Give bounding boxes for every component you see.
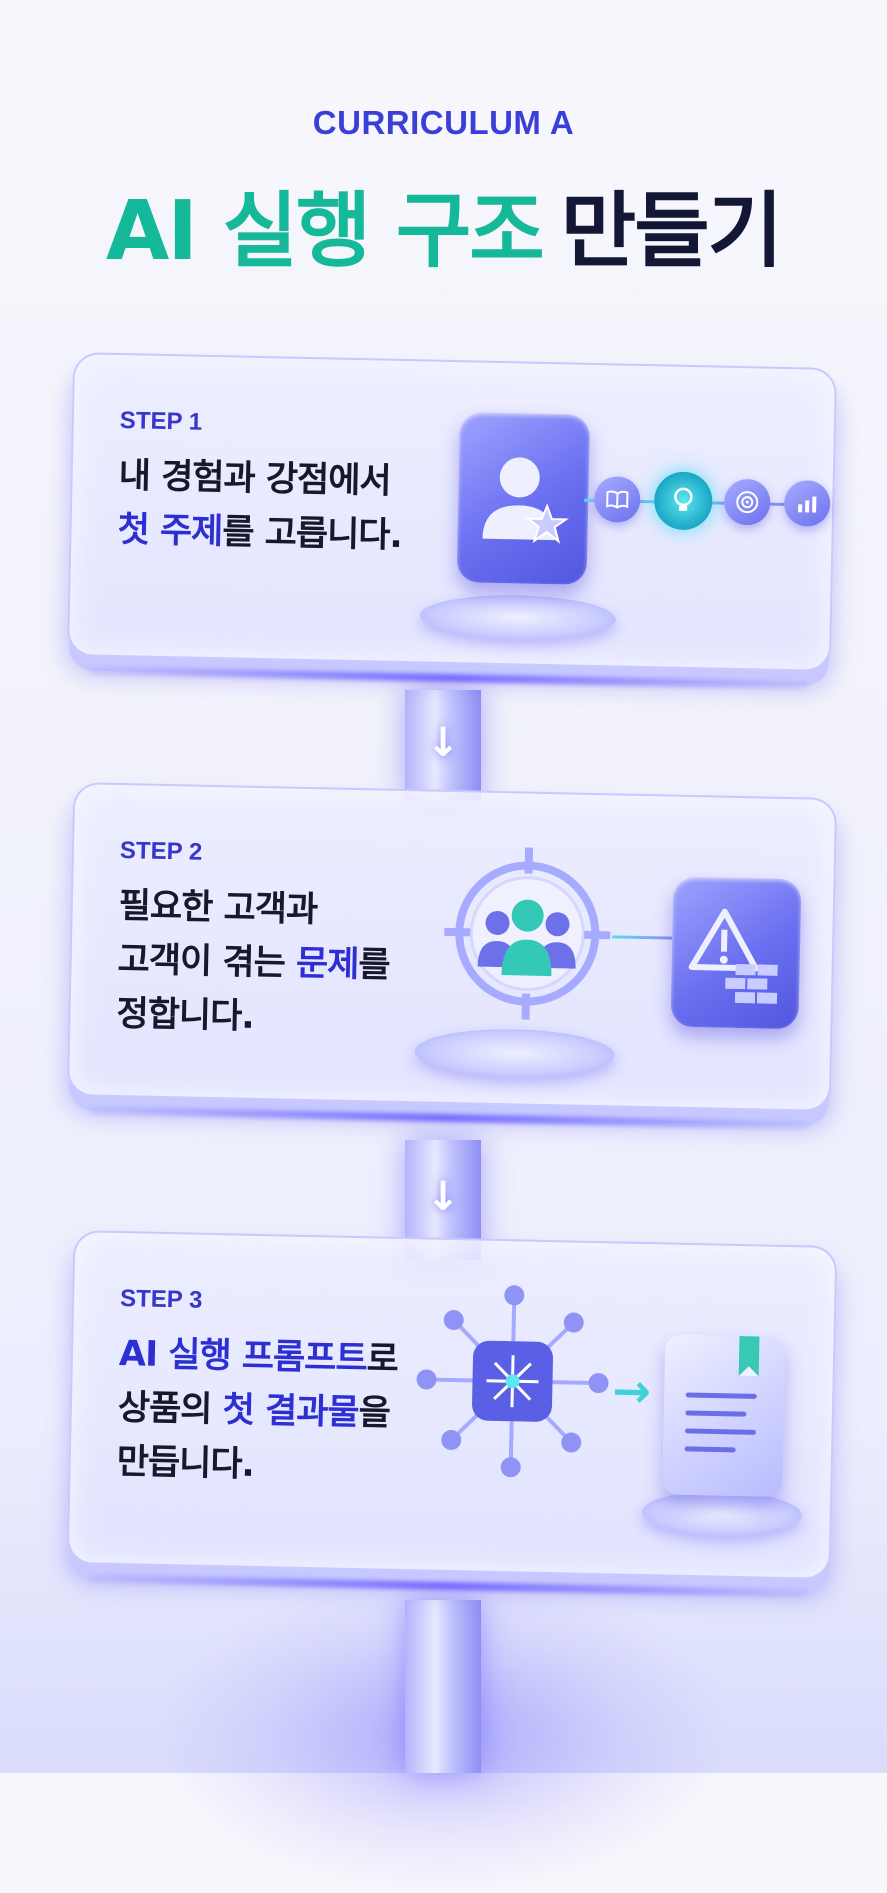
step-2-line2: 고객이 겪는 문제를 <box>117 933 448 994</box>
step-3-highlight-1: AI 실행 프롬프트 <box>119 1334 367 1379</box>
step-1-highlight: 첫 주제 <box>117 510 223 552</box>
step-1-pedestal <box>419 593 616 641</box>
step-2-panel: STEP 2 필요한 고객과 고객이 겪는 문제를 정합니다. <box>67 782 837 1112</box>
step-1-line2-rest: 를 고릅니다. <box>222 512 402 556</box>
step-3-text: AI 실행 프롬프트로 상품의 첫 결과물을 만듭니다. <box>116 1327 449 1496</box>
step-1-panel: STEP 1 내 경험과 강점에서 첫 주제를 고릅니다. <box>67 352 837 672</box>
step-3-line2: 상품의 첫 결과물을 <box>117 1381 448 1442</box>
step-3-panel: STEP 3 AI 실행 프롬프트로 상품의 첫 결과물을 만듭니다. <box>67 1230 838 1580</box>
step-2-connector-line <box>612 935 672 939</box>
title-accent: AI 실행 구조 <box>106 184 543 279</box>
lightbulb-icon <box>654 471 713 530</box>
step-1-line2: 첫 주제를 고릅니다. <box>117 503 448 564</box>
step-3-pedestal <box>641 1490 802 1537</box>
step-2-highlight: 문제 <box>296 944 359 985</box>
document-bookmark-icon <box>662 1334 785 1496</box>
step-1-label: STEP 1 <box>120 407 203 437</box>
user-star-icon <box>457 412 591 585</box>
step-3-line3: 만듭니다. <box>116 1435 447 1496</box>
step-2-line3: 정합니다. <box>116 987 447 1048</box>
curriculum-eyebrow: CURRICULUM A <box>0 104 887 142</box>
step-2-label: STEP 2 <box>120 837 203 867</box>
step-3-line1: AI 실행 프롬프트로 <box>118 1327 449 1388</box>
step-3-line2-b: 을 <box>358 1393 390 1434</box>
step-1-text: 내 경험과 강점에서 첫 주제를 고릅니다. <box>117 449 449 564</box>
chart-icon <box>784 480 831 527</box>
step-2-line2-b: 를 <box>358 945 390 986</box>
down-arrow-icon: ↓ <box>426 720 460 766</box>
down-arrow-icon: ↓ <box>426 1174 460 1220</box>
step-3-line2-a: 상품의 <box>117 1388 223 1430</box>
arrow-right-icon: → <box>612 1363 652 1418</box>
step-2-pedestal <box>414 1027 615 1079</box>
ai-network-icon <box>410 1279 614 1483</box>
step-2-text: 필요한 고객과 고객이 겪는 문제를 정합니다. <box>116 879 449 1048</box>
book-icon <box>594 476 641 523</box>
connector-pole-3 <box>405 1600 481 1773</box>
target-group-icon <box>440 842 614 1026</box>
warning-wall-icon <box>670 877 801 1030</box>
step-2-line2-a: 고객이 겪는 <box>117 940 296 984</box>
step-2-line1: 필요한 고객과 <box>118 879 449 940</box>
step-3-label: STEP 3 <box>120 1285 203 1315</box>
step-3-highlight-2: 첫 결과물 <box>222 1390 359 1433</box>
step-1-line1: 내 경험과 강점에서 <box>118 449 449 510</box>
title-rest: 만들기 <box>561 184 781 279</box>
target-icon <box>724 479 771 526</box>
step-3-line1-rest: 로 <box>366 1339 398 1380</box>
connector-pole-1: ↓ <box>405 690 481 800</box>
